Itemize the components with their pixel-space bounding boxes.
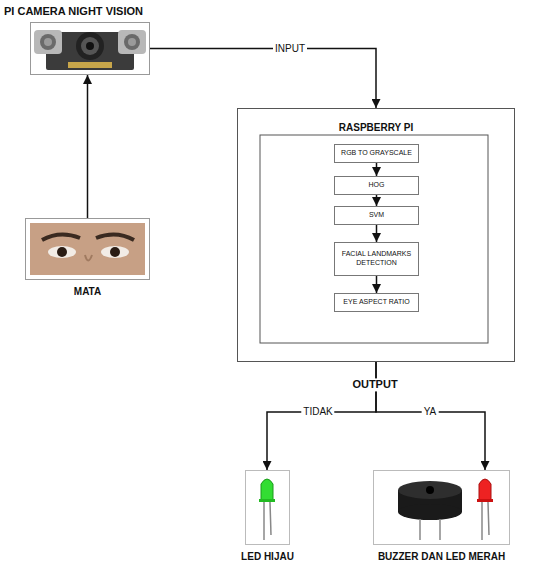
connector-arrow <box>376 276 378 294</box>
buzzer-illustration <box>398 479 493 540</box>
inner-frame <box>260 135 488 343</box>
buzzer-node: BUZZER DAN LED MERAH <box>373 470 510 545</box>
connector-arrow <box>87 75 89 218</box>
eye-node: MATA <box>25 218 150 280</box>
edge-label: INPUT <box>273 43 307 55</box>
output-label: OUTPUT <box>350 378 399 391</box>
edge-label: YA <box>422 406 439 418</box>
process-box: EYE ASPECT RATIO <box>334 293 419 312</box>
node-label: FACIAL LANDMARKS DETECTION <box>339 250 414 268</box>
node-label: HOG <box>339 181 414 190</box>
process-box: FACIAL LANDMARKS DETECTION <box>334 242 419 276</box>
camera-illustration <box>34 30 146 70</box>
node-label: MATA <box>74 286 101 297</box>
green-led-illustration <box>259 479 275 540</box>
led-node: LED HIJAU <box>245 470 290 545</box>
process-box: SVM <box>334 206 419 225</box>
edge-label: TIDAK <box>301 406 334 418</box>
camera-node: PI CAMERA NIGHT VISION <box>30 22 150 75</box>
connector-arrow <box>376 163 378 176</box>
node-label: RGB TO GRAYSCALE <box>339 149 414 158</box>
node-label: LED HIJAU <box>241 551 294 562</box>
connector-arrow <box>376 195 378 206</box>
node-label: BUZZER DAN LED MERAH <box>378 551 505 562</box>
process-box: RGB TO GRAYSCALE <box>334 144 419 163</box>
raspberry-pi-box: RASPBERRY PI RGB TO GRAYSCALE HOG SVM FACIAL… <box>237 108 515 362</box>
eye-illustration <box>30 223 145 275</box>
node-label: EYE ASPECT RATIO <box>339 298 414 307</box>
node-label: SVM <box>339 211 414 220</box>
process-box: HOG <box>334 176 419 195</box>
node-label: PI CAMERA NIGHT VISION <box>4 5 143 17</box>
connector-arrow <box>150 49 376 109</box>
node-label: RASPBERRY PI <box>238 122 514 133</box>
connector-arrow <box>376 225 378 242</box>
